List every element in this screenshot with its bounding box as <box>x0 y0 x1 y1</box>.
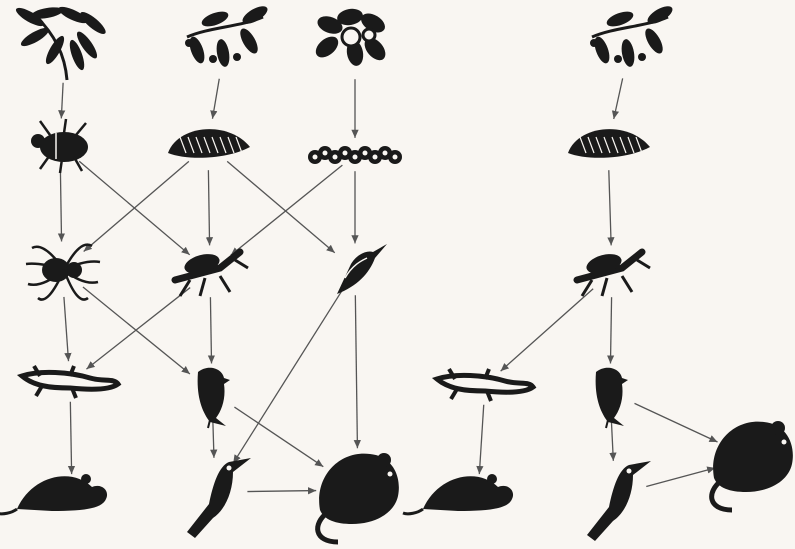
mantid-mantid-a-icon <box>171 248 249 297</box>
berry-plant-leaf-b-icon <box>185 6 268 67</box>
possum-possum-b-icon <box>709 421 793 513</box>
arrow-mantid-a-to-lizard-a <box>86 287 191 370</box>
arrow-moth-a-to-spider <box>83 160 190 252</box>
arrow-mantid-a-to-robin-a <box>207 297 216 364</box>
mantid-mantid-b-icon <box>573 248 651 297</box>
possum-possum-a-icon <box>315 453 399 545</box>
moth-moth-b-icon <box>568 129 650 158</box>
kingfisher-kookaburra-b-icon <box>587 461 651 541</box>
berry-plant-leaf-d-icon <box>590 6 673 67</box>
flowering-plant-leaf-c-icon <box>315 8 386 66</box>
organisms-layer <box>0 6 793 545</box>
arrow-leaf-d-to-moth-b <box>611 78 624 120</box>
arrow-robin-b-to-possum-b <box>634 402 718 443</box>
arrow-honeyeater-to-kookaburra-a <box>232 290 343 464</box>
arrow-robin-b-to-kookaburra-b <box>609 418 617 461</box>
arrow-honeyeater-to-possum-a <box>353 295 361 449</box>
arrow-lizard-a-to-mouse-a <box>67 401 76 475</box>
arrow-robin-a-to-possum-a <box>234 406 324 468</box>
arrow-mantid-b-to-lizard-b <box>500 288 594 372</box>
arrow-leaf-b-to-moth-a <box>210 78 220 119</box>
moth-moth-a-icon <box>168 129 250 158</box>
kingfisher-kookaburra-a-icon <box>187 458 251 538</box>
beetle-beetle-icon <box>31 118 88 174</box>
arrow-moth-a-to-honeyeater <box>226 160 336 254</box>
arrow-moth-a-to-mantid-a <box>205 170 214 246</box>
arrow-lizard-b-to-mouse-b <box>476 404 485 475</box>
arrow-moth-b-to-mantid-b <box>607 170 615 246</box>
spider-spider-icon <box>25 243 101 301</box>
caterpillar-caterpillar-icon <box>308 146 402 164</box>
arrow-kookaburra-a-to-possum-a <box>247 487 317 495</box>
arrow-beetle-to-spider <box>57 170 66 242</box>
arrow-robin-a-to-kookaburra-a <box>210 418 218 458</box>
perching-bird-robin-a-icon <box>197 367 230 429</box>
mouse-mouse-b-icon <box>402 474 514 516</box>
mouse-mouse-a-icon <box>0 474 108 516</box>
arrows-layer <box>57 78 718 495</box>
perching-bird-robin-b-icon <box>595 367 628 429</box>
arrow-spider-to-lizard-a <box>63 296 72 362</box>
arrow-mantid-b-to-robin-b <box>606 297 615 364</box>
lizard-lizard-b-icon <box>431 367 537 402</box>
arrow-kookaburra-b-to-possum-b <box>646 466 716 488</box>
small-bird-honeyeater-icon <box>337 244 387 294</box>
lizard-lizard-a-icon <box>16 364 122 399</box>
arrow-leaf-a-to-beetle <box>58 82 66 119</box>
arrow-caterpillar-to-mantid-a <box>230 164 343 256</box>
leafy-plant-leaf-a-icon <box>15 6 106 81</box>
